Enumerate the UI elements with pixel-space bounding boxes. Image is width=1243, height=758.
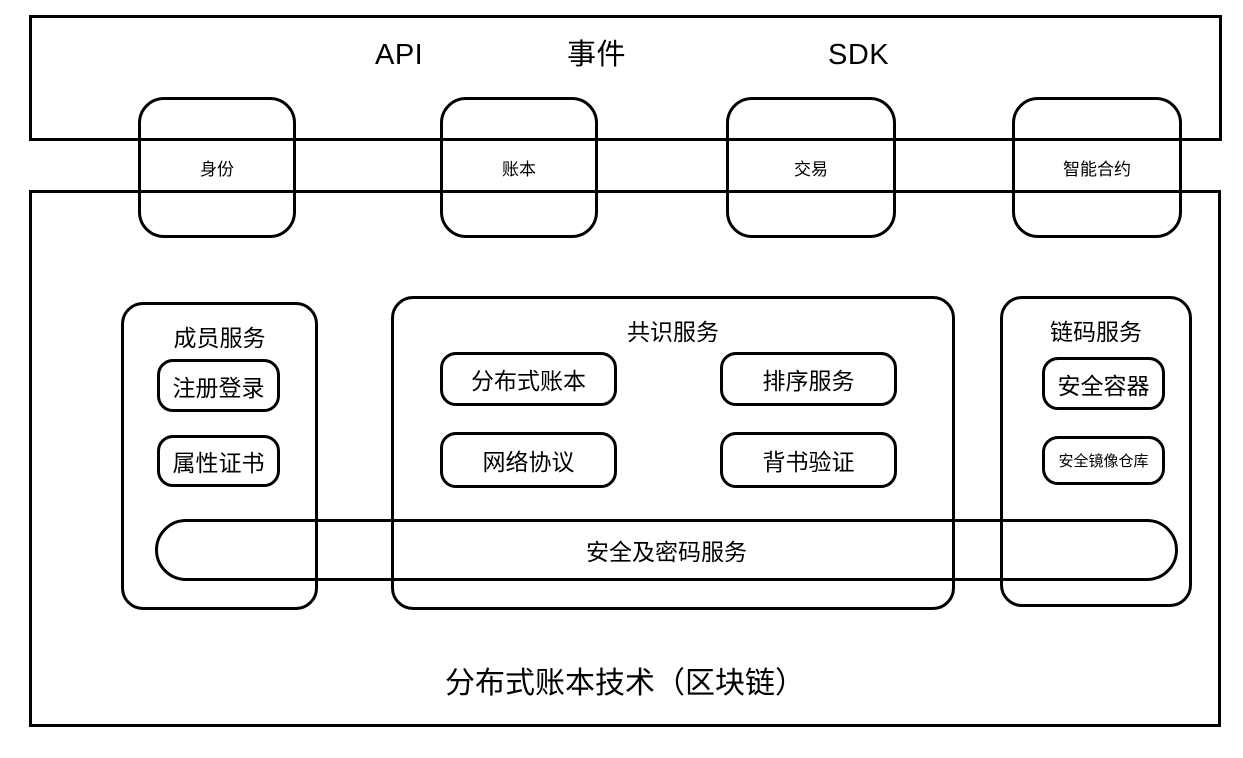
pill-ordering-service[interactable]: 排序服务 xyxy=(720,352,897,406)
pill-label-ordering-service: 排序服务 xyxy=(762,368,855,394)
diagram-title: 分布式账本技术（区块链） xyxy=(445,667,805,700)
group-title-chaincode-service: 链码服务 xyxy=(1050,319,1142,345)
group-consensus-service[interactable]: 共识服务 xyxy=(391,296,955,610)
pill-label-identity: 身份 xyxy=(200,160,234,179)
pill-label-transaction: 交易 xyxy=(794,160,828,179)
bar-security-crypto-service[interactable]: 安全及密码服务 xyxy=(155,519,1178,581)
pill-label-smart-contract: 智能合约 xyxy=(1063,160,1131,179)
group-member-service[interactable]: 成员服务 xyxy=(121,302,318,610)
pill-ledger[interactable]: 账本 xyxy=(440,97,598,238)
bar-label-security-crypto-service: 安全及密码服务 xyxy=(586,539,747,565)
interface-layer-frame xyxy=(29,15,1222,141)
group-title-member-service: 成员服务 xyxy=(173,325,266,351)
pill-label-attribute-certificate: 属性证书 xyxy=(172,450,265,476)
pill-endorsement-validation[interactable]: 背书验证 xyxy=(720,432,897,488)
group-title-consensus-service: 共识服务 xyxy=(627,319,719,345)
pill-label-network-protocol: 网络协议 xyxy=(482,449,575,475)
pill-attribute-certificate[interactable]: 属性证书 xyxy=(157,435,280,487)
pill-identity[interactable]: 身份 xyxy=(138,97,296,238)
pill-label-distributed-ledger: 分布式账本 xyxy=(471,368,586,394)
group-chaincode-service[interactable]: 链码服务 xyxy=(1000,296,1192,607)
ledger-technology-frame xyxy=(29,190,1221,727)
pill-secure-image-registry[interactable]: 安全镜像仓库 xyxy=(1042,436,1165,485)
pill-smart-contract[interactable]: 智能合约 xyxy=(1012,97,1182,238)
pill-distributed-ledger[interactable]: 分布式账本 xyxy=(440,352,617,406)
pill-register-login[interactable]: 注册登录 xyxy=(157,359,280,412)
pill-label-ledger: 账本 xyxy=(502,160,536,179)
pill-network-protocol[interactable]: 网络协议 xyxy=(440,432,617,488)
pill-secure-container[interactable]: 安全容器 xyxy=(1042,357,1165,410)
pill-label-register-login: 注册登录 xyxy=(172,374,265,401)
pill-transaction[interactable]: 交易 xyxy=(726,97,896,238)
pill-label-secure-container: 安全容器 xyxy=(1057,372,1150,399)
pill-label-secure-image-registry: 安全镜像仓库 xyxy=(1058,453,1149,470)
pill-label-endorsement-validation: 背书验证 xyxy=(762,449,855,475)
